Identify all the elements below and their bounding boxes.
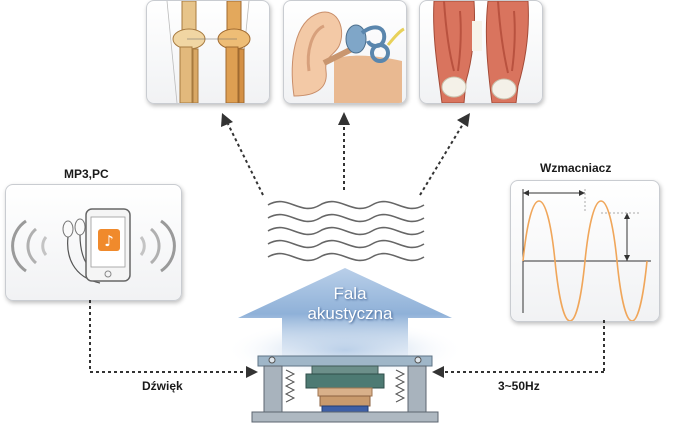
frequency-flow-label: 3~50Hz [498,379,540,393]
arrow-to-muscles [419,123,464,196]
sound-wave-lines [267,200,425,262]
mp3-pc-card: ♪ [5,184,182,301]
acoustic-wave-arrow [238,268,452,360]
acoustic-wave-label-line2: akustyczna [307,304,393,323]
sound-connector [89,300,246,373]
leg-muscles-illustration [433,1,529,103]
arrow-head-muscles [457,113,470,127]
vibration-transducer-device [251,355,439,423]
phone-with-earphones-illustration: ♪ [11,208,176,284]
acoustic-wave-label: Fala akustyczna [270,284,430,324]
sound-wave-right-icon [160,219,176,273]
arrow-head-knee [221,113,233,127]
leg-muscles-card [419,0,543,104]
frequency-connector-arrowhead [432,366,444,378]
ear-anatomy-illustration [291,11,405,103]
sound-flow-label: Dźwięk [142,379,183,393]
svg-text:♪: ♪ [104,232,114,250]
arrow-to-knee [227,123,264,196]
ear-anatomy-card [283,0,407,104]
frequency-connector [444,320,605,373]
knee-bones-card [146,0,270,104]
mp3-pc-title: MP3,PC [64,167,109,181]
sine-wave-graph [522,189,651,321]
knee-bones-illustration [166,1,251,103]
sound-connector-arrowhead [246,366,258,378]
acoustic-wave-label-line1: Fala [333,284,367,303]
amplifier-card [510,180,660,322]
sound-wave-left-icon [11,219,27,273]
music-app-icon [98,229,120,251]
arrow-head-ear [338,112,350,125]
amplifier-title: Wzmacniacz [540,161,612,175]
